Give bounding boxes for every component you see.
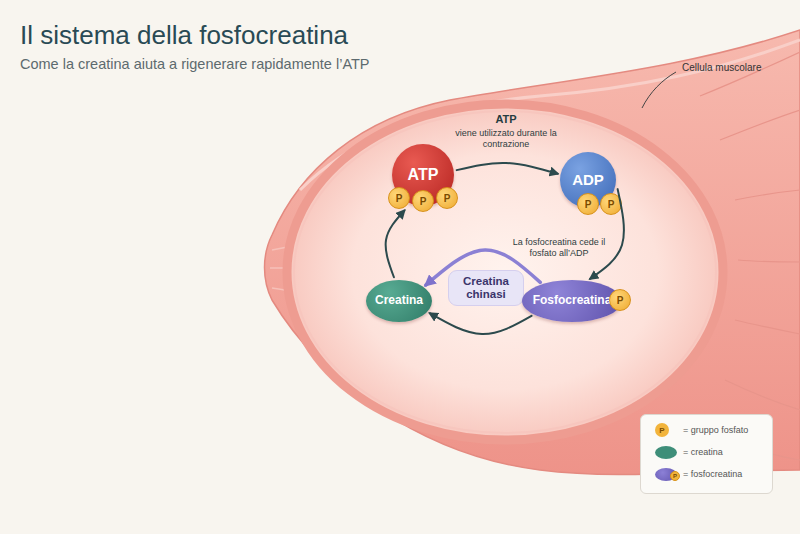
diagram-title: Il sistema della fosfocreatina — [20, 20, 348, 51]
adp-molecule: ADP P P — [560, 152, 626, 218]
fiber-line — [700, 52, 800, 96]
fiber-line — [738, 260, 800, 262]
legend-text: = creatina — [683, 447, 723, 457]
legend-row: P = gruppo fosfato — [641, 422, 772, 440]
phosphate-badge: P — [412, 190, 434, 212]
phosphate-badge: P — [609, 289, 631, 311]
fiber-line — [725, 380, 800, 410]
process-label: ATP — [450, 113, 562, 125]
legend-text: = gruppo fosfato — [683, 425, 748, 435]
legend-row: P = fosfocreatina — [641, 466, 772, 484]
phosphate-letter: P — [420, 196, 427, 207]
molecule-name: Creatina — [375, 294, 423, 308]
phosphate-badge: P — [670, 471, 680, 481]
phosphate-letter: P — [617, 295, 624, 306]
phosphate-letter: P — [673, 473, 677, 479]
fiber-line — [700, 430, 800, 460]
phosphate-letter: P — [608, 199, 615, 210]
atp-molecule: ATP P P P — [392, 144, 456, 214]
cell-membrane — [294, 111, 716, 433]
fiber-line — [735, 320, 800, 334]
diagram-caption: Come la creatina aiuta a rigenerare rapi… — [20, 56, 370, 72]
molecule-name: ADP — [572, 171, 604, 188]
legend-swatch: P — [655, 423, 669, 437]
muscle-cell-group — [265, 30, 800, 474]
phosphate-letter: P — [659, 426, 664, 435]
molecule-shape: Creatina — [366, 280, 432, 322]
fiber-line — [735, 190, 800, 200]
phosphate-letter: P — [444, 193, 451, 204]
molecule-name: Fosfocreatina — [533, 294, 612, 308]
molecule-name: ATP — [408, 166, 439, 184]
leader-line — [642, 72, 676, 108]
enzyme-box: Creatina chinasi — [448, 270, 524, 306]
molecule-name: Creatina chinasi — [449, 275, 523, 301]
legend-swatch — [655, 446, 677, 459]
molecule-shape: Fosfocreatina — [522, 280, 622, 322]
enzyme-box-shape: Creatina chinasi — [448, 270, 524, 306]
legend-row: = creatina — [641, 444, 772, 462]
phosphocreatine-symbol: P — [655, 468, 677, 481]
legend-text: = fosfocreatina — [683, 469, 742, 479]
phosphocreatine-molecule: Fosfocreatina P — [522, 280, 634, 322]
phosphate-badge: P — [436, 187, 458, 209]
fiber-line — [720, 110, 800, 140]
legend-box: P= gruppo fosfato= creatinaP= fosfocreat… — [640, 414, 773, 494]
phosphate-badge: P — [600, 193, 622, 215]
callout-label: Cellula muscolare — [682, 62, 761, 73]
muscle-body — [265, 30, 800, 474]
phosphate-badge: P — [388, 187, 410, 209]
phosphate-letter: P — [585, 199, 592, 210]
cell-interior — [287, 104, 723, 440]
phosphate-badge: P — [577, 193, 599, 215]
creatine-molecule: Creatina — [366, 280, 432, 322]
phosphate-letter: P — [396, 193, 403, 204]
